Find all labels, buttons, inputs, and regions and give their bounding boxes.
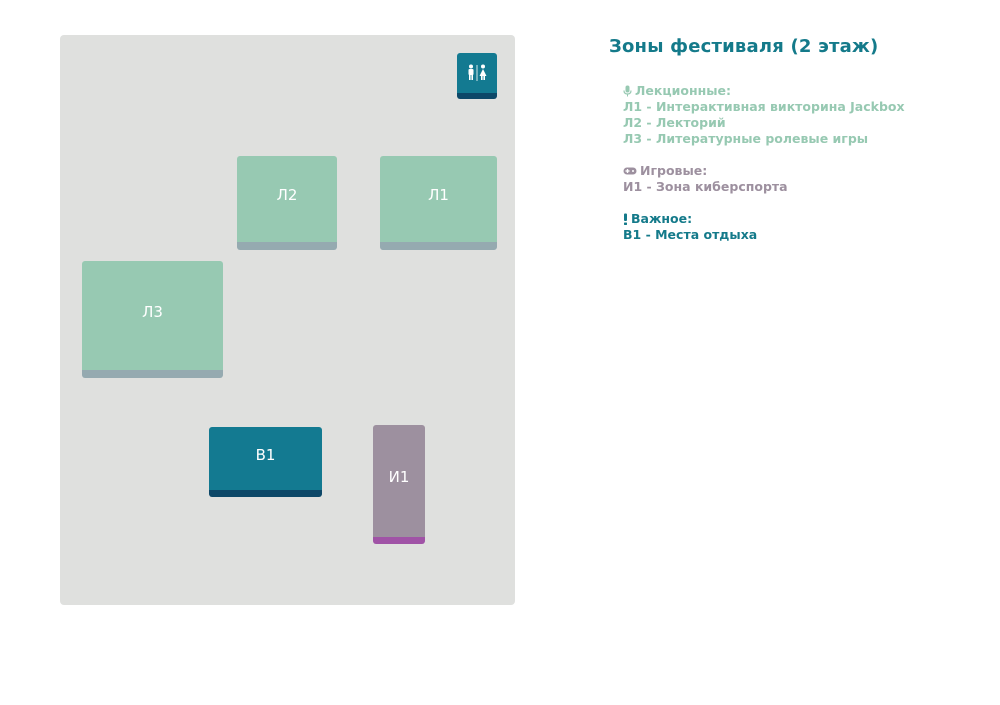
gamepad-icon — [623, 167, 637, 175]
zone-l1-label: Л1 — [428, 186, 449, 204]
legend-item-i1: И1 - Зона киберспорта — [623, 179, 788, 194]
zone-i1[interactable]: И1 — [373, 425, 425, 544]
legend-item-l1: Л1 - Интерактивная викторина Jackbox — [623, 99, 905, 114]
legend-item-l2: Л2 - Лекторий — [623, 115, 726, 130]
zone-l3[interactable]: Л3 — [82, 261, 223, 378]
legend: Зоны фестиваля (2 этаж) Лекционные: Л1 -… — [609, 36, 905, 243]
legend-item-l3: Л3 - Литературные ролевые игры — [623, 131, 869, 146]
legend-lecture-group: Лекционные: Л1 - Интерактивная викторина… — [623, 83, 905, 147]
legend-item-v1: В1 - Места отдыха — [623, 227, 758, 242]
restroom-marker[interactable] — [457, 53, 497, 99]
legend-important-group: Важное: В1 - Места отдыха — [623, 211, 905, 243]
zone-v1-label: В1 — [255, 445, 276, 464]
restroom-icon — [468, 64, 487, 81]
legend-games-group: Игровые: И1 - Зона киберспорта — [623, 163, 905, 195]
zone-l1[interactable]: Л1 — [380, 156, 497, 250]
legend-games-heading: Игровые: — [640, 163, 708, 178]
zone-v1[interactable]: В1 — [209, 427, 322, 497]
zone-i1-label: И1 — [388, 468, 410, 486]
legend-lecture-heading: Лекционные: — [635, 83, 732, 98]
zone-l3-label: Л3 — [142, 302, 163, 321]
zone-l2-label: Л2 — [276, 186, 298, 204]
exclamation-icon — [624, 213, 627, 225]
microphone-icon — [623, 85, 632, 97]
legend-important-heading: Важное: — [631, 211, 693, 226]
legend-title: Зоны фестиваля (2 этаж) — [609, 36, 879, 57]
zone-l2[interactable]: Л2 — [237, 156, 337, 250]
